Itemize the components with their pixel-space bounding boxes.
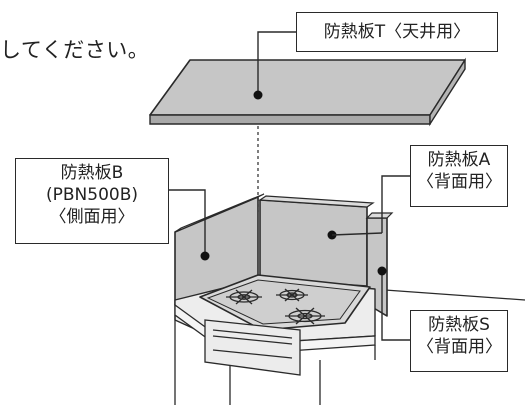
side-shield-s-name: 防熱板S	[428, 315, 490, 335]
side-shield-panel-b	[174, 193, 265, 306]
cropped-instruction-text: してください。	[0, 38, 150, 62]
side-shield-b-model: (PBN500B)	[45, 185, 138, 205]
ceiling-shield-label: 防熱板T〈天井用〉	[296, 12, 498, 52]
back-shield-panel-a	[258, 195, 375, 287]
callout-leader-a-end	[331, 232, 383, 236]
side-shield-b-usage: 〈側面用〉	[49, 207, 135, 227]
back-shield-a-usage: 〈背面用〉	[417, 172, 502, 192]
kitchen-wall-outline	[384, 215, 525, 301]
side-shield-s-usage: 〈背面用〉	[417, 337, 502, 357]
ceiling-shield-name: 防熱板T〈天井用〉	[323, 22, 471, 42]
side-shield-s-label: 防熱板S 〈背面用〉	[410, 310, 508, 372]
kitchen-cabinet	[174, 303, 376, 405]
gas-cooktop	[199, 274, 371, 331]
side-shield-b-label: 防熱板B (PBN500B) 〈側面用〉	[15, 158, 169, 244]
callout-dots	[200, 90, 387, 276]
ceiling-shield-panel	[149, 57, 466, 127]
side-shield-b-name: 防熱板B	[60, 163, 124, 183]
back-shield-a-label: 防熱板A 〈背面用〉	[410, 145, 508, 207]
back-shield-a-name: 防熱板A	[427, 150, 491, 170]
callout-leader-lines	[169, 31, 410, 341]
